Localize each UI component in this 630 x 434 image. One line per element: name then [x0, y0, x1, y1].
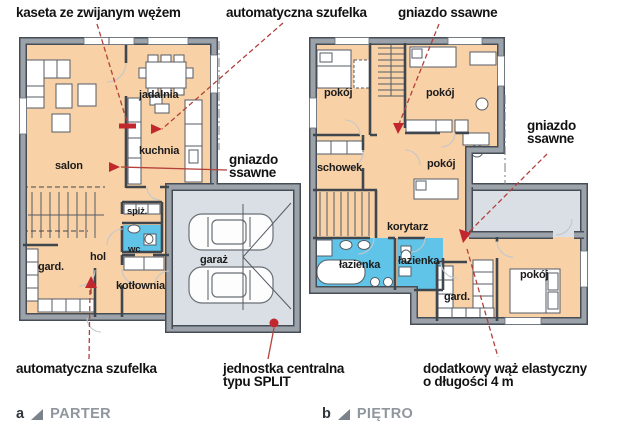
plan-caption-pietro: b PIĘTRO: [322, 406, 413, 422]
annotation-gniazdo-top: gniazdo ssawne: [398, 5, 498, 20]
annotation-gniazdo-pietro: gniazdo ssawne: [527, 118, 576, 146]
bed: [413, 132, 490, 200]
boiler: [123, 256, 165, 271]
room-label-pokoj-mid: pokój: [427, 158, 456, 170]
room-label-gard-parter: gard.: [38, 261, 64, 273]
parter-stairs: [23, 186, 105, 238]
bathroom-fixtures: [398, 245, 412, 277]
annotation-waz: dodatkowy wąż elastyczny o długości 4 m: [423, 361, 587, 389]
kitchen-counters: [127, 95, 203, 185]
pietro-stairs: [319, 45, 404, 236]
dustpan-marker: [85, 276, 97, 288]
room-label-pokoj-br: pokój: [520, 269, 549, 281]
bed: [509, 268, 561, 314]
room-label-spiz: spiż.: [127, 206, 148, 217]
pantry-shelf: [123, 203, 161, 215]
suction-socket-marker: [109, 162, 120, 172]
room-label-pokoj-tr: pokój: [426, 87, 455, 99]
annotation-gniazdo-parter: gniazdo ssawne: [229, 152, 278, 180]
hose-cassette-marker: [119, 123, 136, 129]
car-icon: [188, 266, 274, 304]
armchairs: [51, 83, 97, 133]
room-label-jadalnia: jadalnia: [139, 89, 179, 101]
bed: [316, 49, 371, 89]
annotation-szufelka-top: automatyczna szufelka: [226, 5, 367, 20]
pietro-windows: [309, 37, 588, 325]
wc-fixtures: [127, 224, 157, 246]
room-label-kotlownia: kotłownia: [116, 280, 165, 292]
storage-shelves: [314, 140, 364, 155]
car-icon: [188, 213, 274, 251]
caption-title-parter: PARTER: [50, 406, 112, 422]
caption-letter-a: a: [16, 406, 25, 422]
pietro-door-arcs: [344, 119, 573, 279]
annotation-kaseta: kaseta ze zwijanym wężem: [16, 5, 181, 20]
room-label-garaz: garaż: [200, 254, 228, 266]
room-label-lazienka-r: łazienka: [398, 255, 440, 267]
caption-title-pietro: PIĘTRO: [356, 406, 414, 422]
room-label-hol: hol: [90, 251, 106, 263]
room-label-schowek: schowek: [317, 162, 363, 174]
annotation-markers: [85, 123, 471, 328]
room-label-pokoj-tl: pokój: [324, 87, 353, 99]
wardrobe-shelves: [24, 248, 95, 313]
annotation-szufelka-bottom: automatyczna szufelka: [16, 361, 157, 376]
suction-socket-marker: [393, 123, 404, 134]
room-label-lazienka-l: łazienka: [339, 259, 381, 271]
bed: [409, 46, 497, 111]
dustpan-marker: [151, 124, 162, 134]
room-label-wc: wc: [128, 244, 141, 255]
room-label-salon: salon: [55, 160, 83, 172]
room-label-kuchnia: kuchnia: [139, 145, 180, 157]
pietro-walls: [309, 37, 588, 325]
annotation-lines: [88, 22, 548, 361]
caption-letter-b: b: [322, 406, 331, 422]
room-label-korytarz: korytarz: [387, 221, 429, 233]
garage-door-swing: [242, 202, 292, 310]
wardrobe-row: [405, 119, 469, 133]
plan-caption-parter: a PARTER: [16, 406, 111, 422]
suction-socket-marker: [459, 229, 471, 243]
annotation-jednostka: jednostka centralna typu SPLIT: [223, 361, 345, 389]
dining-table: [138, 54, 194, 96]
pietro-plan: [309, 37, 588, 325]
caption-triangle-icon: [31, 409, 44, 420]
parter-windows: [19, 37, 218, 135]
caption-triangle-icon: [337, 409, 350, 420]
room-label-gard-pietro: gard.: [444, 291, 470, 303]
central-unit-marker: [269, 318, 279, 328]
parter-plan: [19, 37, 301, 333]
